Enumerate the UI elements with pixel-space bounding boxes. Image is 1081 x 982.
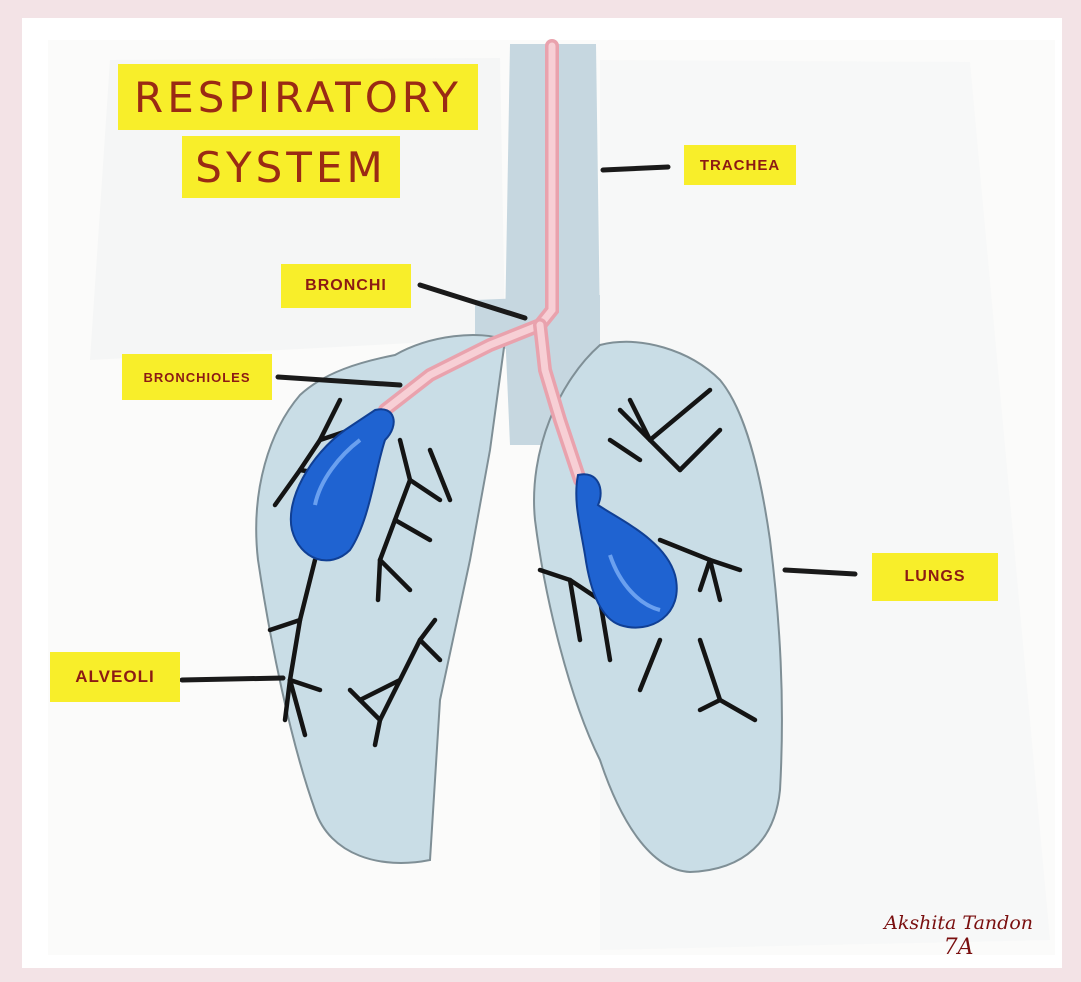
- bronchioles-label: BRONCHIOLES: [122, 354, 272, 400]
- title-line-2: SYSTEM: [195, 143, 386, 192]
- title-label: RESPIRATORY: [118, 64, 478, 130]
- signature: Akshita Tandon 7A: [884, 913, 1033, 960]
- bronchi-label-text: BRONCHI: [305, 277, 387, 295]
- lungs-label-text: LUNGS: [905, 568, 966, 586]
- title-label-2: SYSTEM: [182, 136, 400, 198]
- signature-class: 7A: [884, 935, 1033, 960]
- title-line-1: RESPIRATORY: [134, 73, 462, 122]
- alveoli-label: ALVEOLI: [50, 652, 180, 702]
- lungs-label: LUNGS: [872, 553, 998, 601]
- trachea-label-text: TRACHEA: [700, 157, 780, 174]
- bronchi-label: BRONCHI: [281, 264, 411, 308]
- trachea-label: TRACHEA: [684, 145, 796, 185]
- alveoli-label-text: ALVEOLI: [75, 667, 154, 687]
- bronchioles-label-text: BRONCHIOLES: [143, 370, 250, 385]
- signature-name: Akshita Tandon: [884, 913, 1033, 935]
